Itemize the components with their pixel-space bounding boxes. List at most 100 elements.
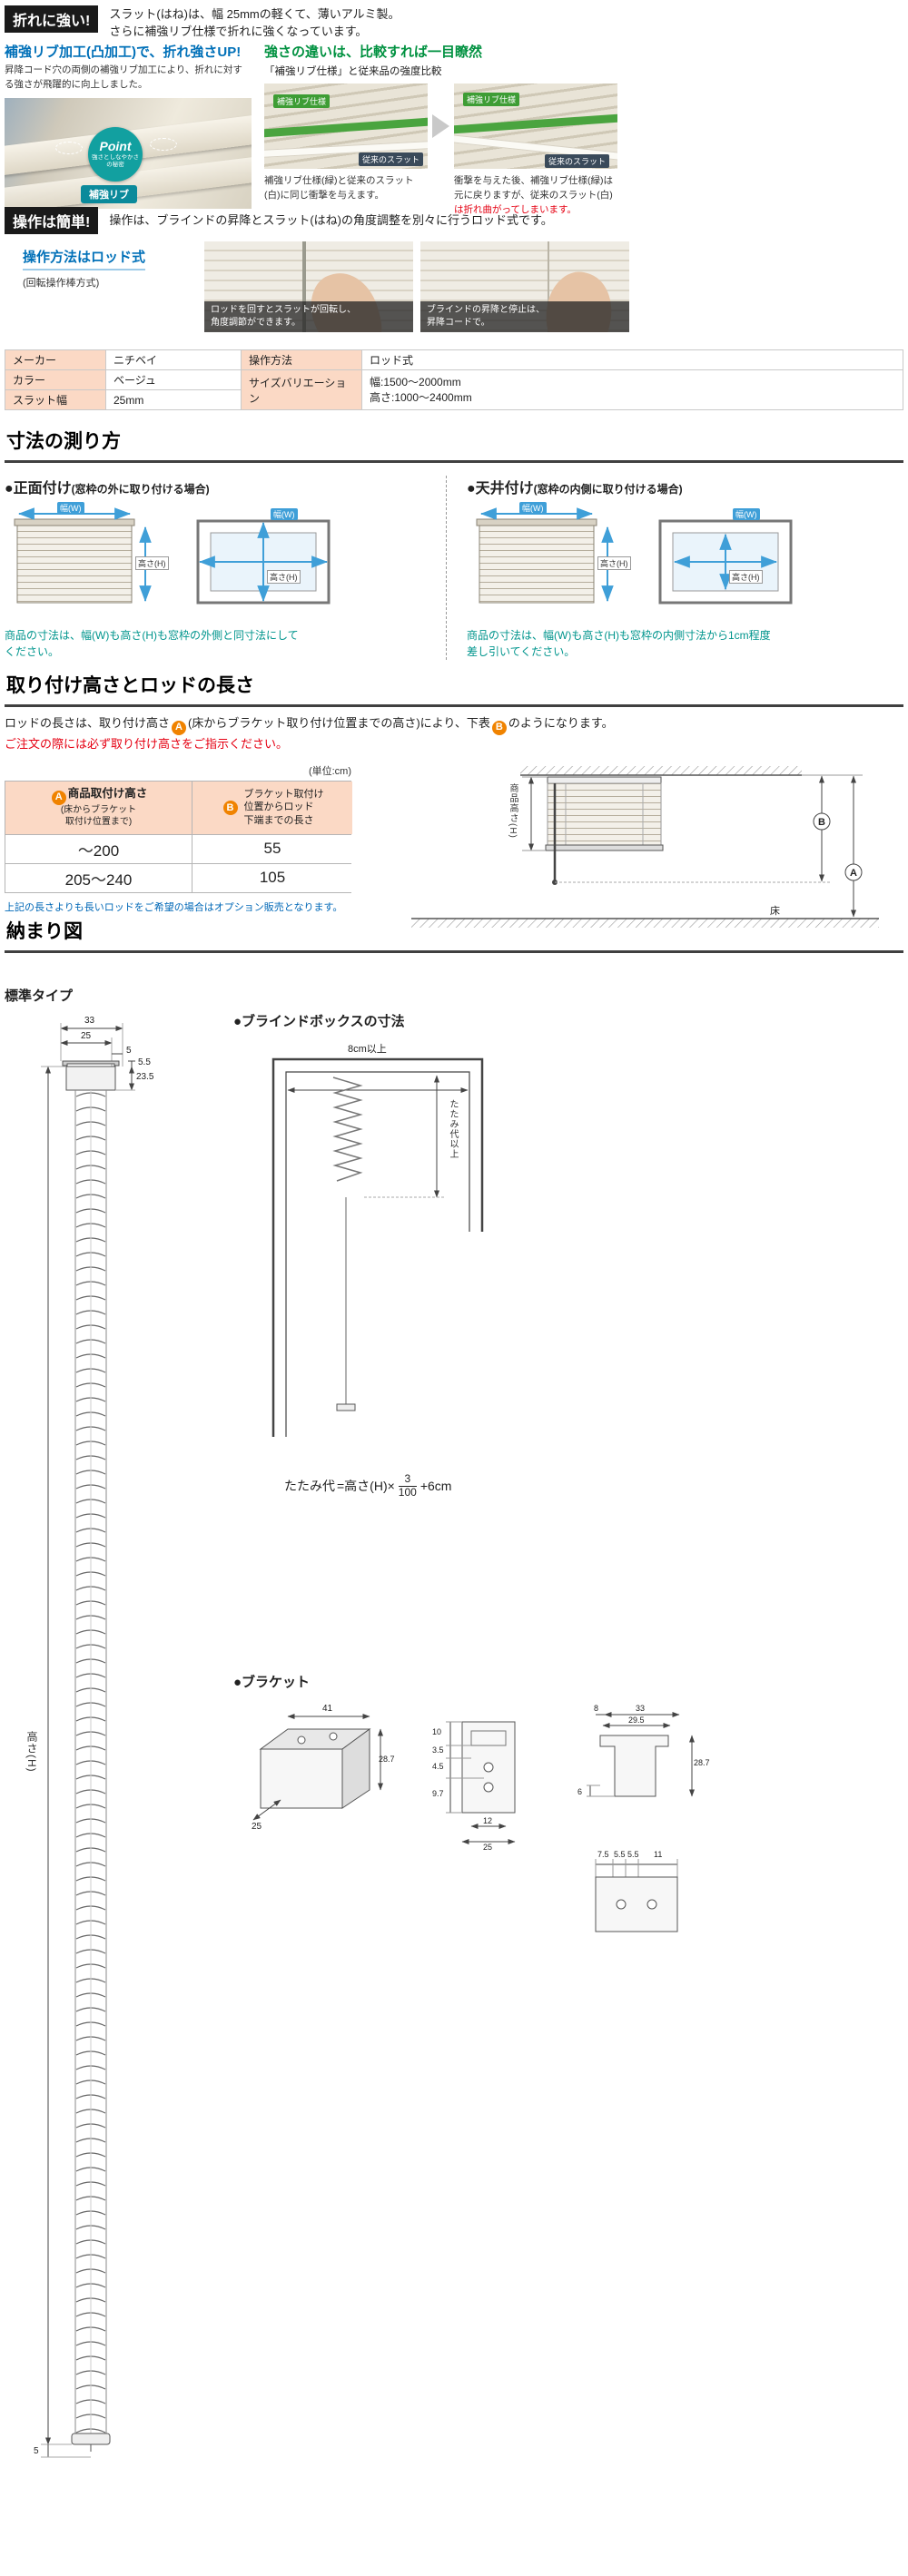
rib-photo: Point 強さとしなやかさの秘密 補強リブ: [5, 97, 252, 209]
layout-section: 納まり図 標準タイプ: [5, 915, 903, 2572]
dim-front-v1: 10: [432, 1726, 442, 1736]
caption-line: 角度調節ができます。: [211, 318, 301, 328]
height-label: 高さ(H): [597, 556, 631, 570]
rod-table-header-b: B ブラケット取付け 位置からロッド 下端までの長さ: [192, 781, 352, 834]
front-mount-title-main: ●正面付け: [5, 481, 72, 497]
compare-captions: 補強リブ仕様(緑)と従来のスラット(白)に同じ衝撃を与えます。 衝撃を与えた後、…: [264, 174, 903, 217]
bracket-side-plan-block: 8 33 29.5 28.7 6: [568, 1704, 714, 1959]
bracket-front-drawing: 10 3.5 4.5 9.7 12 25: [430, 1704, 539, 1853]
height-label: 高さ(H): [729, 570, 763, 584]
method-subheading: (回転操作棒方式): [23, 278, 100, 289]
measure-heading: 寸法の測り方: [5, 425, 903, 463]
strong-section-header: 折れに強い! スラット(はね)は、幅 25mmの軽くて、薄いアルミ製。 さらに補…: [5, 5, 903, 41]
circled-b: B: [222, 800, 238, 815]
rod-table-row2-height: 205〜240: [5, 863, 192, 892]
rod-table-row2-length: 105: [192, 863, 352, 892]
spec-table: メーカー ニチベイ 操作方法 ロッド式 カラー ベージュ サイズバリエーション …: [5, 349, 903, 410]
rib-block: 補強リブ加工(凸加工)で、折れ強さUP! 昇降コード穴の両側の補強リブ加工により…: [5, 42, 252, 217]
formula-denominator: 100: [398, 1485, 417, 1499]
dim-slat-width: 25: [81, 1031, 92, 1041]
ceiling-mount-title: ●天井付け(窓枠の内側に取り付ける場合): [467, 476, 887, 497]
compare-subheading: 「補強リブ仕様」と従来品の強度比較: [264, 66, 442, 77]
bracket-drawings: 41 28.7 25: [233, 1704, 903, 1959]
spec-value-color: ベージュ: [106, 370, 241, 389]
header-a-sub-line: (床からブラケット: [60, 805, 137, 816]
dim-offset: 5: [126, 1046, 132, 1056]
rod-table-header-b-text: ブラケット取付け 位置からロッド 下端までの長さ: [244, 788, 324, 827]
compare-photo-after: 補強リブ仕様 従来のスラット: [454, 84, 617, 169]
badge-rib-spec: 補強リブ仕様: [273, 94, 331, 108]
rib-slat-green: [454, 113, 617, 134]
spec-header-maker: メーカー: [5, 350, 105, 369]
spec-value-slat: 25mm: [106, 390, 241, 409]
dim-height-label: 高さ(H): [25, 1731, 38, 1773]
dim-front-h1: 12: [483, 1815, 493, 1825]
dim-front-h2: 25: [483, 1842, 493, 1852]
formula-equals: =高さ(H)×: [337, 1479, 395, 1494]
header-b-line: 下端までの長さ: [243, 814, 314, 826]
ceiling-mount-title-main: ●天井付け: [467, 481, 534, 497]
window-drawing: [196, 519, 331, 605]
point-subtitle: 強さとしなやかさの秘密: [92, 153, 139, 168]
rod-table-row1-length: 55: [192, 834, 352, 863]
rod-shape: [302, 241, 306, 332]
rib-name-badge: 補強リブ: [81, 184, 137, 203]
operation-photo-rod-caption: ロッドを回すとスラットが回転し、 角度調節ができます。: [204, 301, 413, 332]
diagram-circled-b: B: [818, 817, 825, 828]
front-mount-diagrams: 幅(W) 高さ(H) 幅(W) 高さ(H): [5, 502, 446, 618]
compare-photo-before: 補強リブ仕様 従来のスラット: [264, 84, 428, 169]
compare-heading: 強さの違いは、比較すれば一目瞭然: [264, 44, 483, 60]
caption-line: 昇降コードで。: [427, 318, 490, 328]
dim-side-8: 8: [594, 1703, 599, 1713]
point-badge: Point 強さとしなやかさの秘密: [88, 126, 143, 182]
front-mount-title: ●正面付け(窓枠の外に取り付ける場合): [5, 476, 446, 497]
front-blind-diagram: 幅(W) 高さ(H): [5, 502, 169, 618]
circled-a: A: [51, 791, 66, 806]
operation-desc: 操作は、ブラインドの昇降とスラット(はね)の角度調整を別々に行うロッド式です。: [109, 211, 552, 230]
operation-photo-cord-caption: ブラインドの昇降と停止は、 昇降コードで。: [420, 301, 629, 332]
dim-total-width: 33: [84, 1016, 95, 1026]
rod-heading: 取り付け高さとロッドの長さ: [5, 669, 903, 707]
dim-plan-4: 11: [654, 1849, 663, 1859]
height-label: 高さ(H): [135, 556, 169, 570]
rib-caption: 昇降コード穴の両側の補強リブ加工により、折れに対する強さが飛躍的に向上しました。: [5, 64, 242, 90]
ceiling-blind-diagram: 幅(W) 高さ(H): [467, 502, 631, 618]
compare-caption-2-red: は折れ曲がってしまいます。: [454, 203, 577, 215]
front-mount-title-sub: (窓枠の外に取り付ける場合): [71, 483, 210, 496]
ceiling-mount-diagrams: 幅(W) 高さ(H) 幅(W) 高さ(H): [467, 502, 887, 618]
rib-highlight-circle: [55, 141, 83, 154]
layout-heading: 納まり図: [5, 915, 903, 953]
caption-line: ブラインドの昇降と停止は、: [427, 305, 545, 315]
cord-shape: [548, 241, 549, 332]
diagram-circled-a: A: [850, 868, 857, 879]
formula-numerator: 3: [398, 1472, 417, 1487]
operation-photo-cord: ブラインドの昇降と停止は、 昇降コードで。: [420, 241, 629, 332]
dim-headrail-height: 23.5: [136, 1072, 154, 1082]
operation-section-header: 操作は簡単! 操作は、ブラインドの昇降とスラット(はね)の角度調整を別々に行うロ…: [5, 207, 903, 234]
blind-box-svg: [271, 1057, 484, 1437]
bracket-perspective-svg: [252, 1713, 383, 1820]
width-label: 幅(W): [57, 502, 84, 514]
dim-fold-allowance: たたみ代以上: [448, 1099, 458, 1159]
dim-box-width: 8cm以上: [348, 1044, 387, 1055]
circled-b: B: [491, 720, 507, 735]
formula-right: +6cm: [419, 1479, 452, 1494]
rib-heading: 補強リブ加工(凸加工)で、折れ強さUP!: [5, 44, 242, 60]
strong-section-body: 補強リブ加工(凸加工)で、折れ強さUP! 昇降コード穴の両側の補強リブ加工により…: [5, 42, 903, 217]
header-a-text: 商品取付け高さ: [67, 787, 148, 801]
strong-desc-line2: さらに補強リブ仕様で折れに強くなっています。: [109, 24, 368, 38]
bracket-side-drawing: 8 33 29.5 28.7 6: [568, 1704, 714, 1817]
dim-side-right: 28.7: [694, 1757, 710, 1767]
standard-type-title: 標準タイプ: [5, 988, 74, 1004]
formula-fraction: 3 100: [398, 1472, 417, 1499]
caption-line: ロッドを回すとスラットが回転し、: [211, 305, 356, 315]
spec-value-size: 幅:1500〜2000mm 高さ:1000〜2400mm: [362, 370, 903, 409]
header-b-line: 位置からロッド: [243, 801, 314, 813]
ceiling-mount-block: ●天井付け(窓枠の内側に取り付ける場合) 幅(W) 高さ(H): [446, 476, 887, 660]
bracket-perspective-drawing: 41 28.7 25: [233, 1704, 401, 1840]
operation-photo-rod: ロッドを回すとスラットが回転し、 角度調節ができます。: [204, 241, 413, 332]
dim-side-6: 6: [577, 1786, 583, 1796]
